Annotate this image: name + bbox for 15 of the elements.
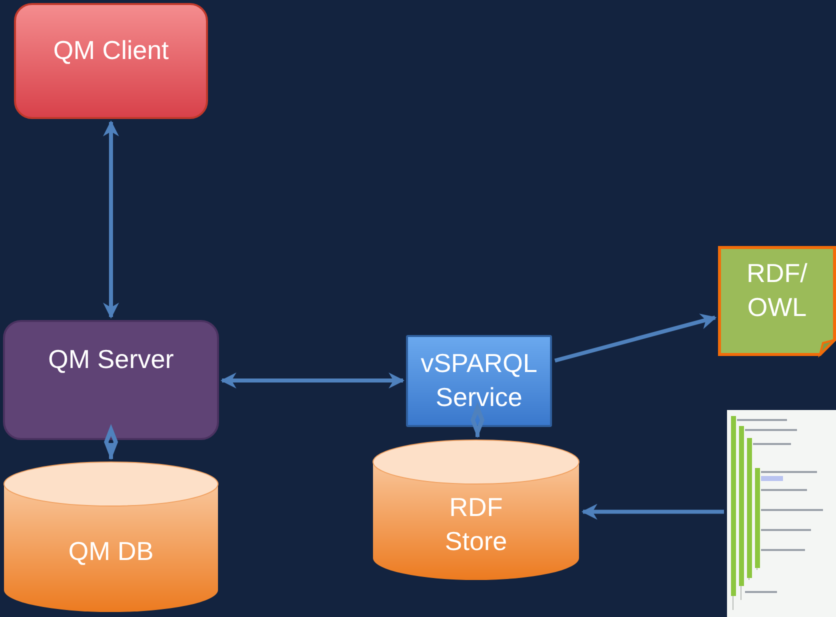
- node-label: RDF/ OWL: [746, 257, 808, 324]
- node-label: RDF Store: [444, 491, 508, 558]
- diamond-connector: [470, 402, 484, 438]
- double-arrow: [103, 120, 119, 319]
- arrow: [554, 314, 717, 363]
- double-arrow: [220, 372, 405, 388]
- node-label: QM DB: [67, 535, 155, 568]
- process-box: [406, 335, 552, 427]
- arrow: [581, 504, 724, 520]
- node-label: vSPARQL Service: [420, 347, 538, 414]
- diamond-connector: [104, 424, 118, 460]
- node-label: QM Server: [47, 343, 175, 376]
- node-label: QM Client: [52, 34, 170, 68]
- process-box: [14, 3, 208, 119]
- process-box: [3, 320, 219, 440]
